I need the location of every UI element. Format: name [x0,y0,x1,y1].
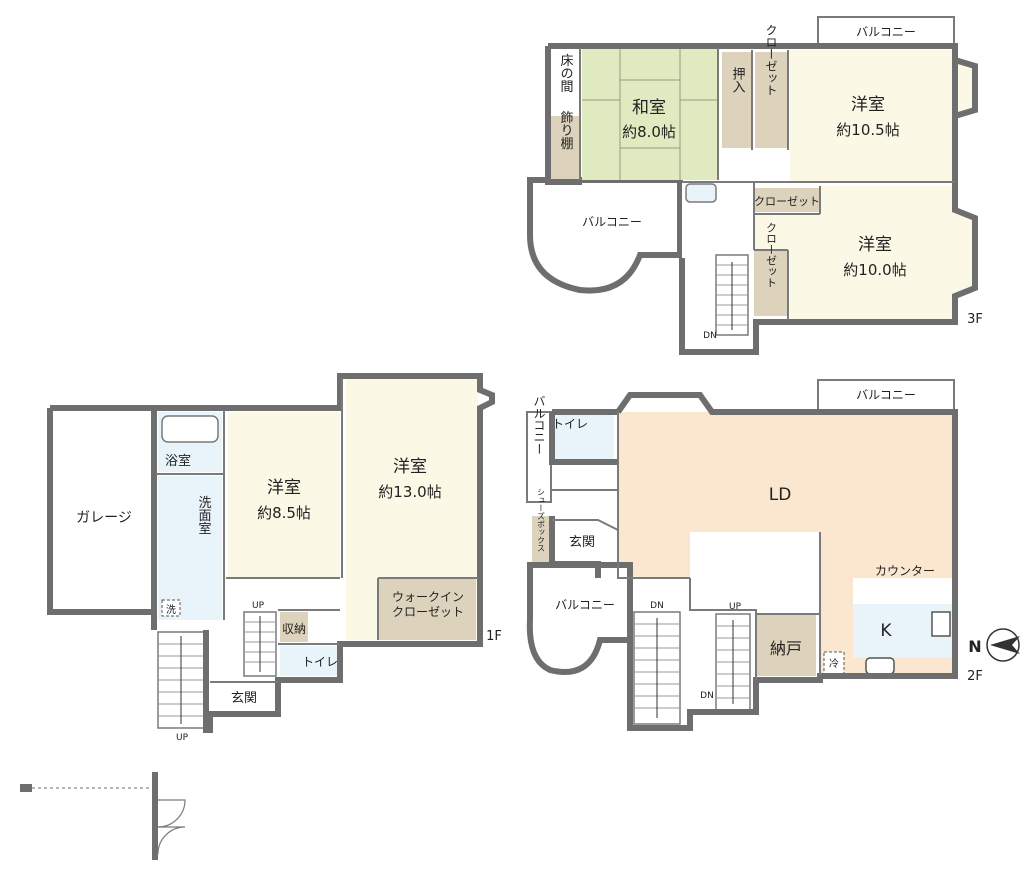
f2-ld-label: LD [769,485,792,505]
f3-washitsu-name: 和室 [632,98,666,118]
f2-stairs-a-label: DN [650,601,664,611]
f1-shuunou [280,612,308,642]
f3-youshitsu-b [754,186,975,320]
f1-inner-walls [156,378,478,683]
f2-stairs-b [715,613,751,711]
f1-washer-label: 洗 [166,604,176,616]
f3-stairs-label: DN [703,331,717,341]
f2-stairs-b-label: UP [729,602,742,612]
f3-stairs [715,254,749,336]
f1-bathtub-icon [161,415,219,443]
f2-genkan [552,520,598,562]
f1-stairs-a-label: UP [176,733,189,743]
f3-youshitsu-b-size: 約10.0帖 [843,261,906,279]
f2-inner-walls [552,412,821,680]
f3-balcony-left-label: バルコニー [582,215,642,229]
f1-genkan [212,682,276,710]
f1-genkan-label: 玄関 [231,691,257,706]
f2-counter-top [853,578,953,604]
compass-icon: N [968,628,1020,662]
f1-washer-icon [161,599,181,617]
f3-tokonoma [550,48,580,113]
f1-stairs-b-label: UP [252,601,265,611]
f2-shoebox-label: シューズボックス [537,488,546,552]
f2-stairs-c-label: DN [700,691,714,701]
f3-closet-c [754,250,788,316]
f1-stairs-b [243,611,277,677]
f1-stairs-a [157,631,205,729]
floor-3f: 床の間 飾り棚 和室 約8.0帖 押入 クローゼット 洋室 約10.5帖 クロー… [527,16,983,355]
f2-fridge-label: 冷 [829,657,839,670]
f1-shuunou-label: 収納 [282,622,306,636]
f1-garage [52,410,152,610]
f3-youshitsu-a-size: 約10.5帖 [836,121,899,139]
f1-walkin [378,578,476,640]
f2-level-label: 2F [967,669,983,684]
f3-oshiire-label: 押入 [730,67,746,93]
f1-youshitsu-b [346,376,478,640]
f3-youshitsu-a-name: 洋室 [851,95,885,115]
f3-kazaridana-label: 飾り棚 [558,111,574,150]
f3-closet-b-label: クローゼット [754,195,820,208]
f3-oshiire [722,52,752,148]
gate-detail [20,772,186,860]
f2-nando-label: 納戸 [770,639,802,658]
floor-2f: バルコニー LD K カウンター 納戸 冷 トイレ 玄関 シューズボックス バル… [526,379,983,731]
f1-youshitsu-a-name: 洋室 [267,478,301,498]
f3-closet-c-label: クローゼット [765,222,778,288]
f3-balcony-top-label: バルコニー [856,25,916,39]
f1-walkin-label: ウォークイン クローゼット [391,590,464,619]
f2-balcony-top [817,379,955,411]
f1-toilet-label: トイレ [302,655,338,669]
f3-youshitsu-b-name: 洋室 [858,235,892,255]
f3-kazaridana [550,116,580,180]
f1-outer-walls [47,373,495,733]
f3-sink [685,183,717,203]
f1-garage-label: ガレージ [76,510,132,526]
f1-walkin-label-wrap: ウォークイン クローゼット [391,590,464,619]
f3-washitsu-size: 約8.0帖 [622,123,676,141]
f3-washitsu [582,48,718,180]
f2-counter-label: カウンター [875,564,935,578]
f2-balcony-bottom-label: バルコニー [555,598,615,612]
f2-ld [618,412,955,578]
f3-level-label: 3F [967,312,983,327]
f1-level-label: 1F [486,629,502,644]
f1-youshitsu-b-size: 約13.0帖 [378,483,441,501]
f2-genkan-label: 玄関 [569,535,595,550]
f1-toilet [280,646,338,676]
f1-youshitsu-a [228,412,340,578]
f3-youshitsu-a [755,50,975,182]
f2-k-label: K [880,621,892,641]
f3-balcony-left [527,177,683,294]
f2-stairs-a [633,611,681,725]
f3-closet-a-label: クローゼット [764,24,778,96]
f1-bath-label: 浴室 [165,453,191,469]
f1-washroom [158,476,222,620]
f1-washroom-label: 洗面室 [196,496,212,535]
f3-closet-b [754,188,820,212]
f3-outer-walls [545,43,978,355]
f2-sink-icon [865,657,895,675]
f2-toilet-label: トイレ [552,417,588,431]
floor-1f: ガレージ 浴室 洗面室 洗 洋室 約8.5帖 洋室 約13.0帖 ウォークイン … [47,373,502,743]
f2-balcony-bottom [526,562,633,675]
f2-balcony-left-label: バルコニー [532,395,546,455]
f2-outer-walls [549,392,958,731]
f2-balcony-top-label: バルコニー [856,388,916,402]
tatami-lines [582,48,718,180]
compass-label: N [968,637,981,656]
f3-closet-a [755,52,787,148]
f1-youshitsu-b-name: 洋室 [393,457,427,477]
f2-stove-icon [931,611,951,637]
f2-toilet [552,412,614,460]
f3-inner-walls [579,48,955,320]
f2-shoebox [532,516,550,564]
f2-nando [756,614,816,676]
f3-tokonoma-label: 床の間 [558,54,574,94]
f1-youshitsu-a-size: 約8.5帖 [257,504,311,522]
